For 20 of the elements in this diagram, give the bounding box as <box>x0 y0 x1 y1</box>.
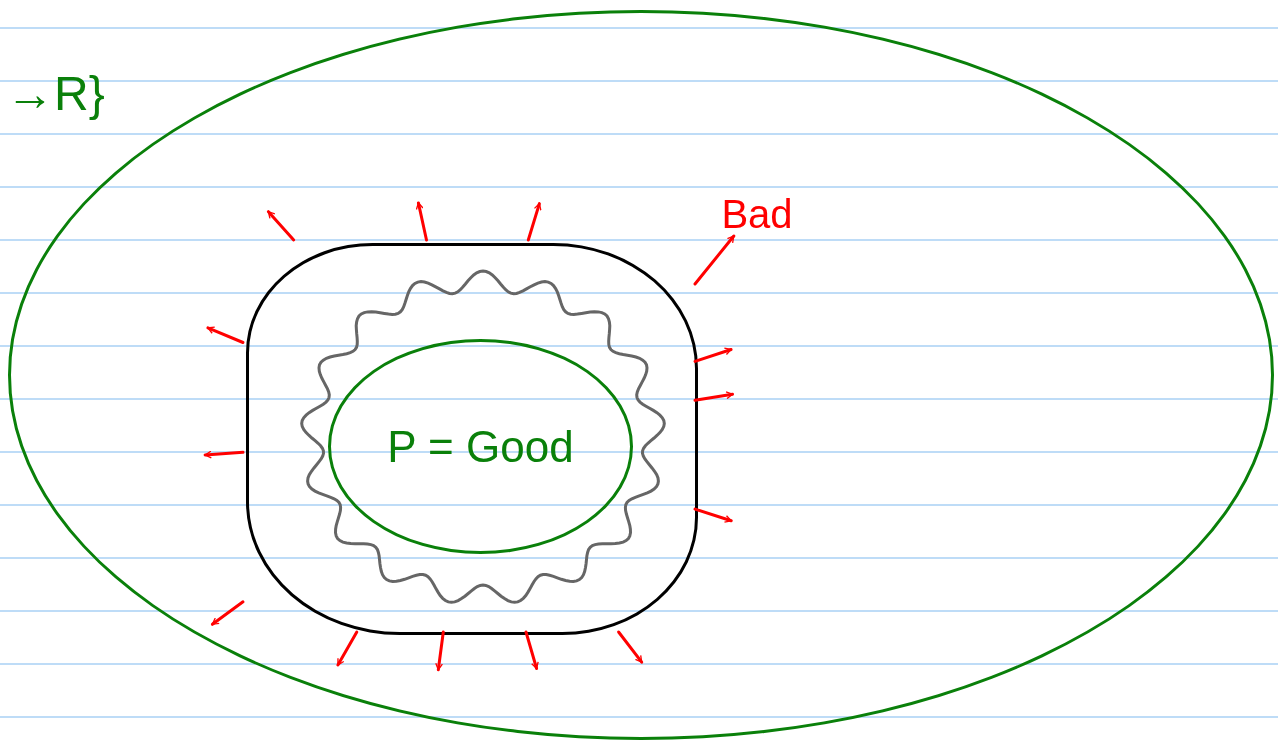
arrow <box>415 201 428 242</box>
arrow <box>266 210 296 242</box>
arrow <box>210 600 245 626</box>
outer-ellipse <box>8 10 1274 740</box>
arrow <box>435 630 445 672</box>
arrow <box>693 347 733 363</box>
arrow <box>524 630 539 670</box>
arrow <box>693 234 736 286</box>
arrow <box>526 202 542 242</box>
formula-text: P = Good <box>387 420 574 473</box>
arrow <box>203 450 245 459</box>
inner-ellipse <box>328 339 633 554</box>
handwritten-word: Bad <box>721 191 793 238</box>
blob-outline <box>246 243 698 635</box>
arrow <box>693 507 733 523</box>
handwritten-note: →R} <box>6 66 105 122</box>
arrow <box>617 630 644 664</box>
arrow <box>336 630 359 667</box>
arrow <box>206 326 245 344</box>
arrow <box>693 391 734 402</box>
